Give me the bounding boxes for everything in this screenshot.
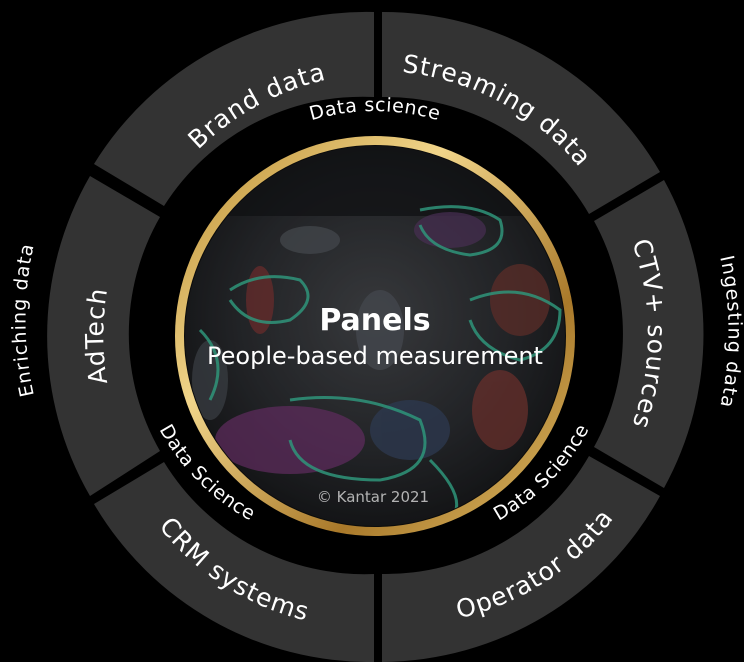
segment-operator-data[interactable] xyxy=(382,456,660,662)
segment-brand-data[interactable] xyxy=(94,11,374,206)
segment-crm-systems[interactable] xyxy=(94,462,374,662)
people-measurement-photo xyxy=(185,146,565,526)
outer-ring xyxy=(47,11,704,662)
center-subtitle: People-based measurement xyxy=(207,342,543,370)
segment-adtech[interactable] xyxy=(47,176,161,496)
copyright-text: © Kantar 2021 xyxy=(317,488,429,506)
label-enriching-data: Enriching data xyxy=(8,241,38,399)
label-ingesting-data: Ingesting data xyxy=(715,253,744,410)
segment-streaming-data[interactable] xyxy=(382,11,660,215)
center-title: Panels xyxy=(319,303,430,338)
segment-ctv-sources[interactable] xyxy=(594,180,704,488)
label-adtech: AdTech xyxy=(80,286,113,387)
